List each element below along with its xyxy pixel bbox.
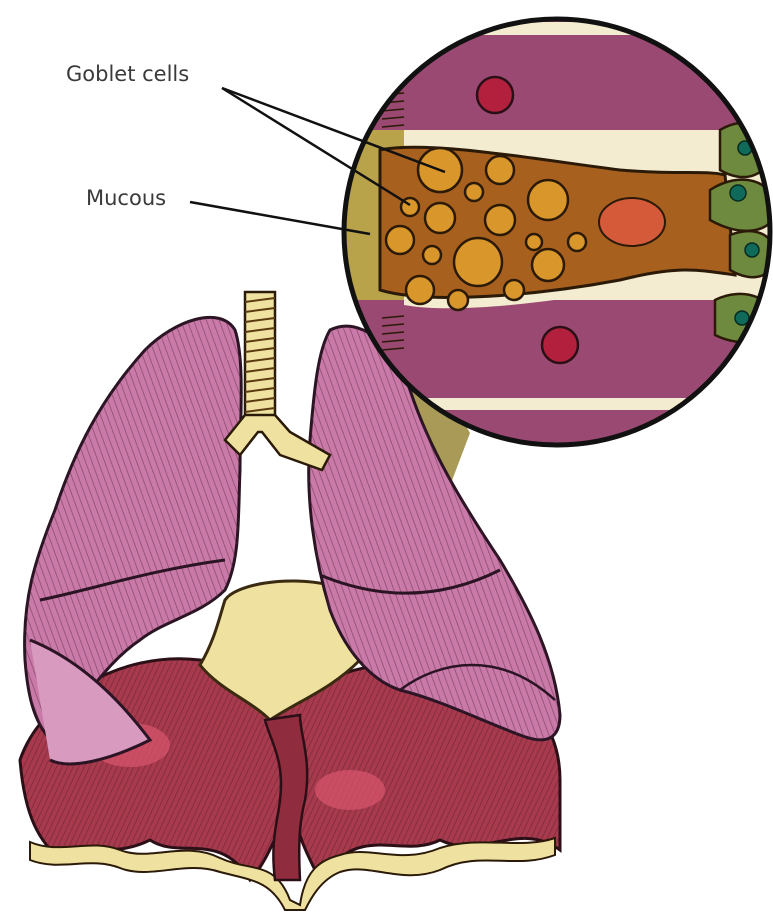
mucous-label: Mucous [86, 186, 166, 210]
goblet-cells-label: Goblet cells [66, 62, 189, 86]
